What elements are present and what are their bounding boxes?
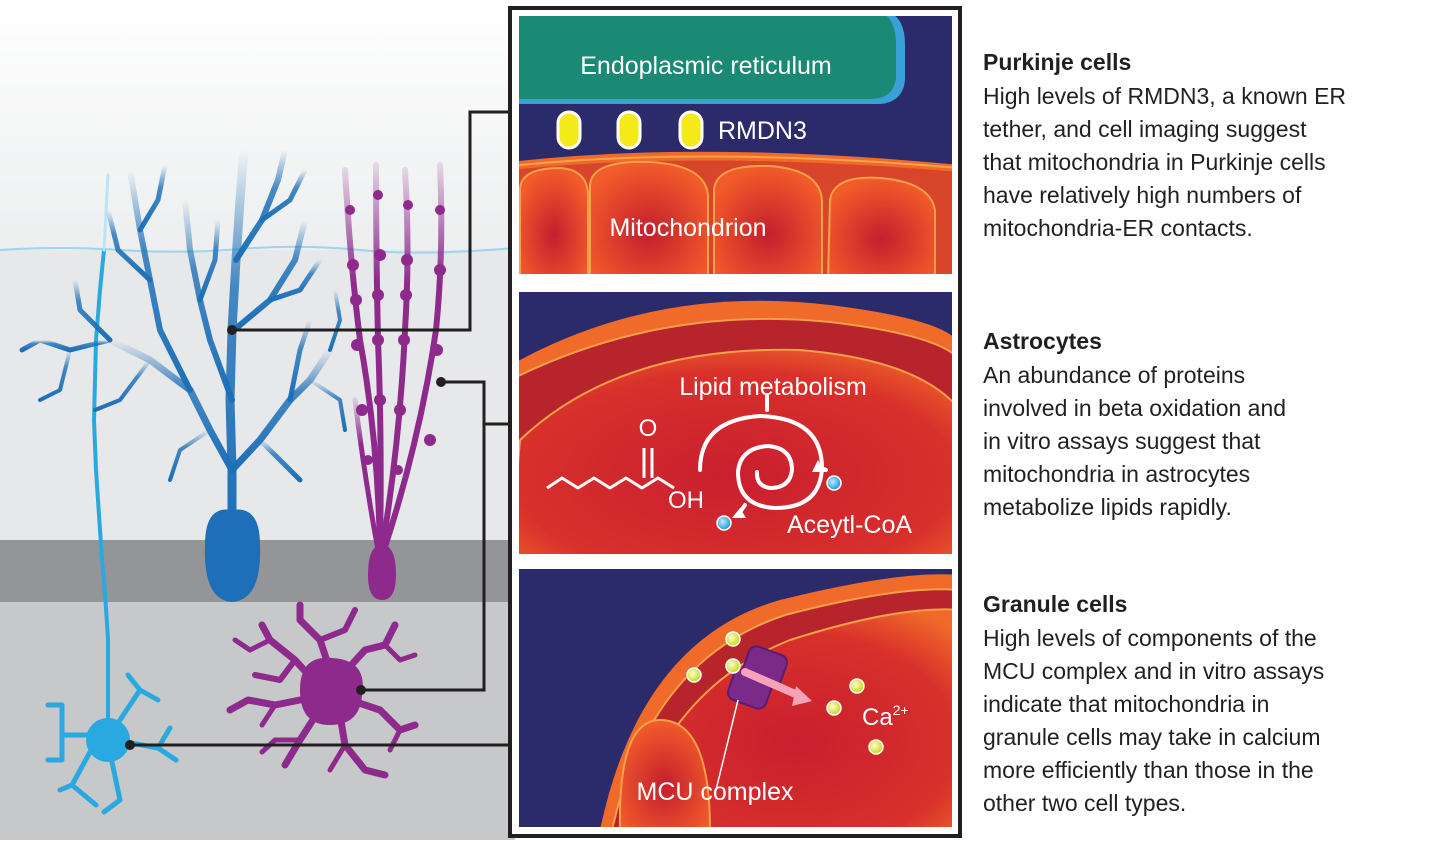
rmdn3-tether-icon [556,110,704,150]
astrocyte-body: An abundance of proteins involved in bet… [983,362,1287,520]
granule-body: High levels of components of the MCU com… [983,625,1325,816]
purkinje-body: High levels of RMDN3, a known ER tether,… [983,83,1347,241]
panel-granule: Ca2+ MCU complex [519,569,952,827]
connector-lines [125,110,514,750]
purkinje-description: Purkinje cells High levels of RMDN3, a k… [983,47,1423,245]
mcu-complex-label: MCU complex [637,778,794,806]
lipid-metabolism-label: Lipid metabolism [679,373,867,401]
acetyl-coa-label: Aceytl-CoA [787,511,912,539]
carbonyl-o-label: O [639,415,658,442]
astrocyte-description: Astrocytes An abundance of proteins invo… [983,326,1423,524]
acetyl-coa-dot [826,475,842,491]
cerebellum-background [0,0,516,840]
rmdn3-label: RMDN3 [718,117,807,145]
granule-title: Granule cells [983,591,1128,617]
bergmann-glia-icon [342,162,446,600]
granule-description: Granule cells High levels of components … [983,589,1423,820]
panel-purkinje: Endoplasmic reticulum RMDN3 Mitochondrio… [519,16,952,274]
mitochondrion-label: Mitochondrion [609,214,766,242]
purkinje-title: Purkinje cells [983,49,1132,75]
astrocyte-title: Astrocytes [983,328,1102,354]
astrocyte-icon [226,601,419,779]
calcium-ion-icon [686,631,884,755]
calcium-label: Ca2+ [862,702,909,731]
panel-astrocyte: Lipid metabolism O OH Aceytl-CoA [519,292,952,554]
mcu-channel-icon [726,645,812,710]
granule-cell-icon [45,173,179,815]
acetyl-coa-dot [716,515,732,531]
er-label: Endoplasmic reticulum [580,52,832,80]
fatty-acid-chain-icon [546,476,675,490]
hydroxyl-label: OH [668,487,704,514]
